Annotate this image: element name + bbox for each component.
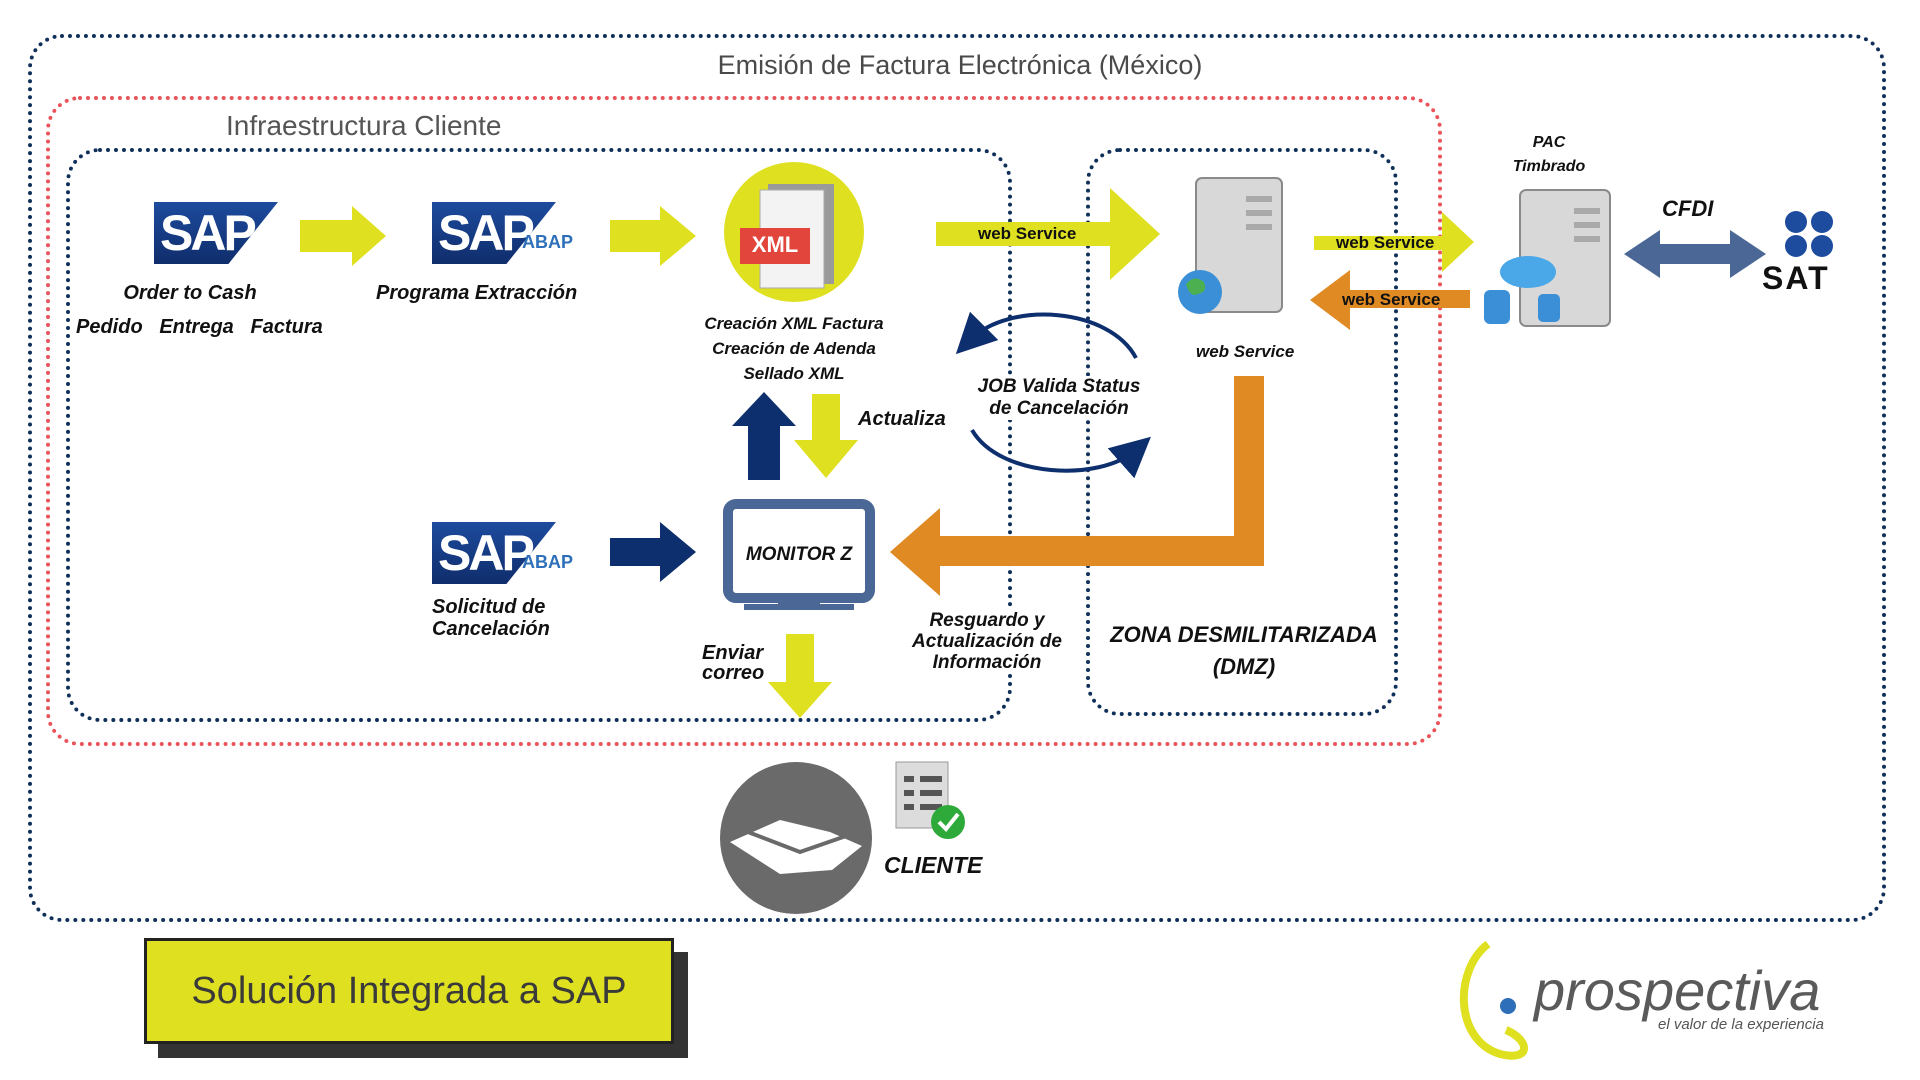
abap-label-cancel: ABAP	[522, 552, 574, 572]
infra-label: Infraestructura Cliente	[226, 110, 502, 141]
prospectiva-logo-text: prospectiva	[1534, 959, 1821, 1022]
arrow-actualiza-down	[794, 394, 858, 478]
resguardo-line-2: Actualización de	[898, 631, 1076, 653]
xml-line-1: Creación XML Factura	[704, 314, 884, 333]
arrow-cfdi	[1624, 230, 1766, 278]
xml-line-3: Sellado XML	[743, 364, 845, 383]
diagram-title: Emisión de Factura Electrónica (México)	[717, 50, 1203, 80]
ws-from-pac-label: web Service	[1342, 290, 1441, 309]
pac-line-1: PAC	[1532, 134, 1566, 151]
xml-icon-text: XML	[751, 232, 799, 257]
xml-badge	[740, 228, 810, 264]
cancel-line-1: Solicitud de	[432, 596, 546, 618]
abap-label-extract: ABAP	[522, 232, 574, 252]
cliente-label: CLIENTE	[884, 852, 983, 878]
dmz-line-1: ZONA DESMILITARIZADA	[1110, 622, 1378, 647]
sat-dot-1	[1785, 211, 1807, 233]
solution-title-box: Solución Integrada a SAP	[144, 938, 674, 1044]
cfdi-label: CFDI	[1662, 196, 1714, 221]
dmz-server-label: web Service	[1196, 342, 1295, 361]
infra-frame	[66, 148, 1012, 722]
arrow-enviar-down	[768, 634, 832, 718]
actualiza-label: Actualiza	[858, 408, 946, 430]
job-line-2: de Cancelación	[966, 398, 1152, 420]
monitor-base	[744, 604, 854, 610]
ws-to-dmz-label: web Service	[978, 224, 1077, 243]
arrow-xml-to-dmz	[936, 188, 1160, 280]
dmz-frame	[1086, 148, 1398, 716]
xml-line-2: Creación de Adenda	[712, 339, 876, 358]
programa-extraccion-label: Programa Extracción	[376, 282, 578, 304]
enviar-line-2: correo	[702, 662, 765, 684]
database-icon	[1484, 290, 1510, 324]
ws-to-pac-label: web Service	[1336, 233, 1435, 252]
arrow-dmz-to-pac	[1314, 212, 1474, 272]
resguardo-line-3: Información	[898, 652, 1076, 674]
job-arrow-bottom	[970, 428, 1151, 479]
prospectiva-logo-icon	[1459, 940, 1528, 1060]
order-to-cash-sub: Pedido Entrega Factura	[76, 316, 323, 338]
arrow-order-to-extract	[300, 206, 386, 266]
job-line-1: JOB Valida Status	[966, 376, 1152, 398]
monitor-label: MONITOR Z	[745, 544, 853, 565]
arrow-extract-to-xml	[610, 206, 696, 266]
outer-frame	[28, 34, 1886, 922]
order-to-cash-label: Order to Cash	[123, 282, 257, 304]
cloud-icon	[1500, 256, 1556, 288]
cancel-line-2: Cancelación	[432, 618, 550, 640]
solution-title: Solución Integrada a SAP	[191, 969, 627, 1012]
arrow-monitor-up	[732, 392, 796, 480]
resguardo-line-1: Resguardo y	[898, 610, 1076, 632]
arrow-resguardo	[890, 376, 1264, 596]
arrow-pac-to-dmz	[1310, 270, 1470, 330]
dmz-line-2: (DMZ)	[1212, 654, 1276, 679]
monitor-stand	[778, 598, 820, 608]
client-zone-frame	[46, 96, 1442, 746]
pac-line-2: Timbrado	[1512, 158, 1586, 175]
sat-label: SAT	[1762, 260, 1830, 296]
prospectiva-tagline: el valor de la experiencia	[1658, 1016, 1824, 1033]
arrow-cancel-to-monitor	[610, 522, 696, 582]
enviar-line-1: Enviar	[702, 642, 764, 664]
job-arrow-top	[955, 311, 1138, 359]
